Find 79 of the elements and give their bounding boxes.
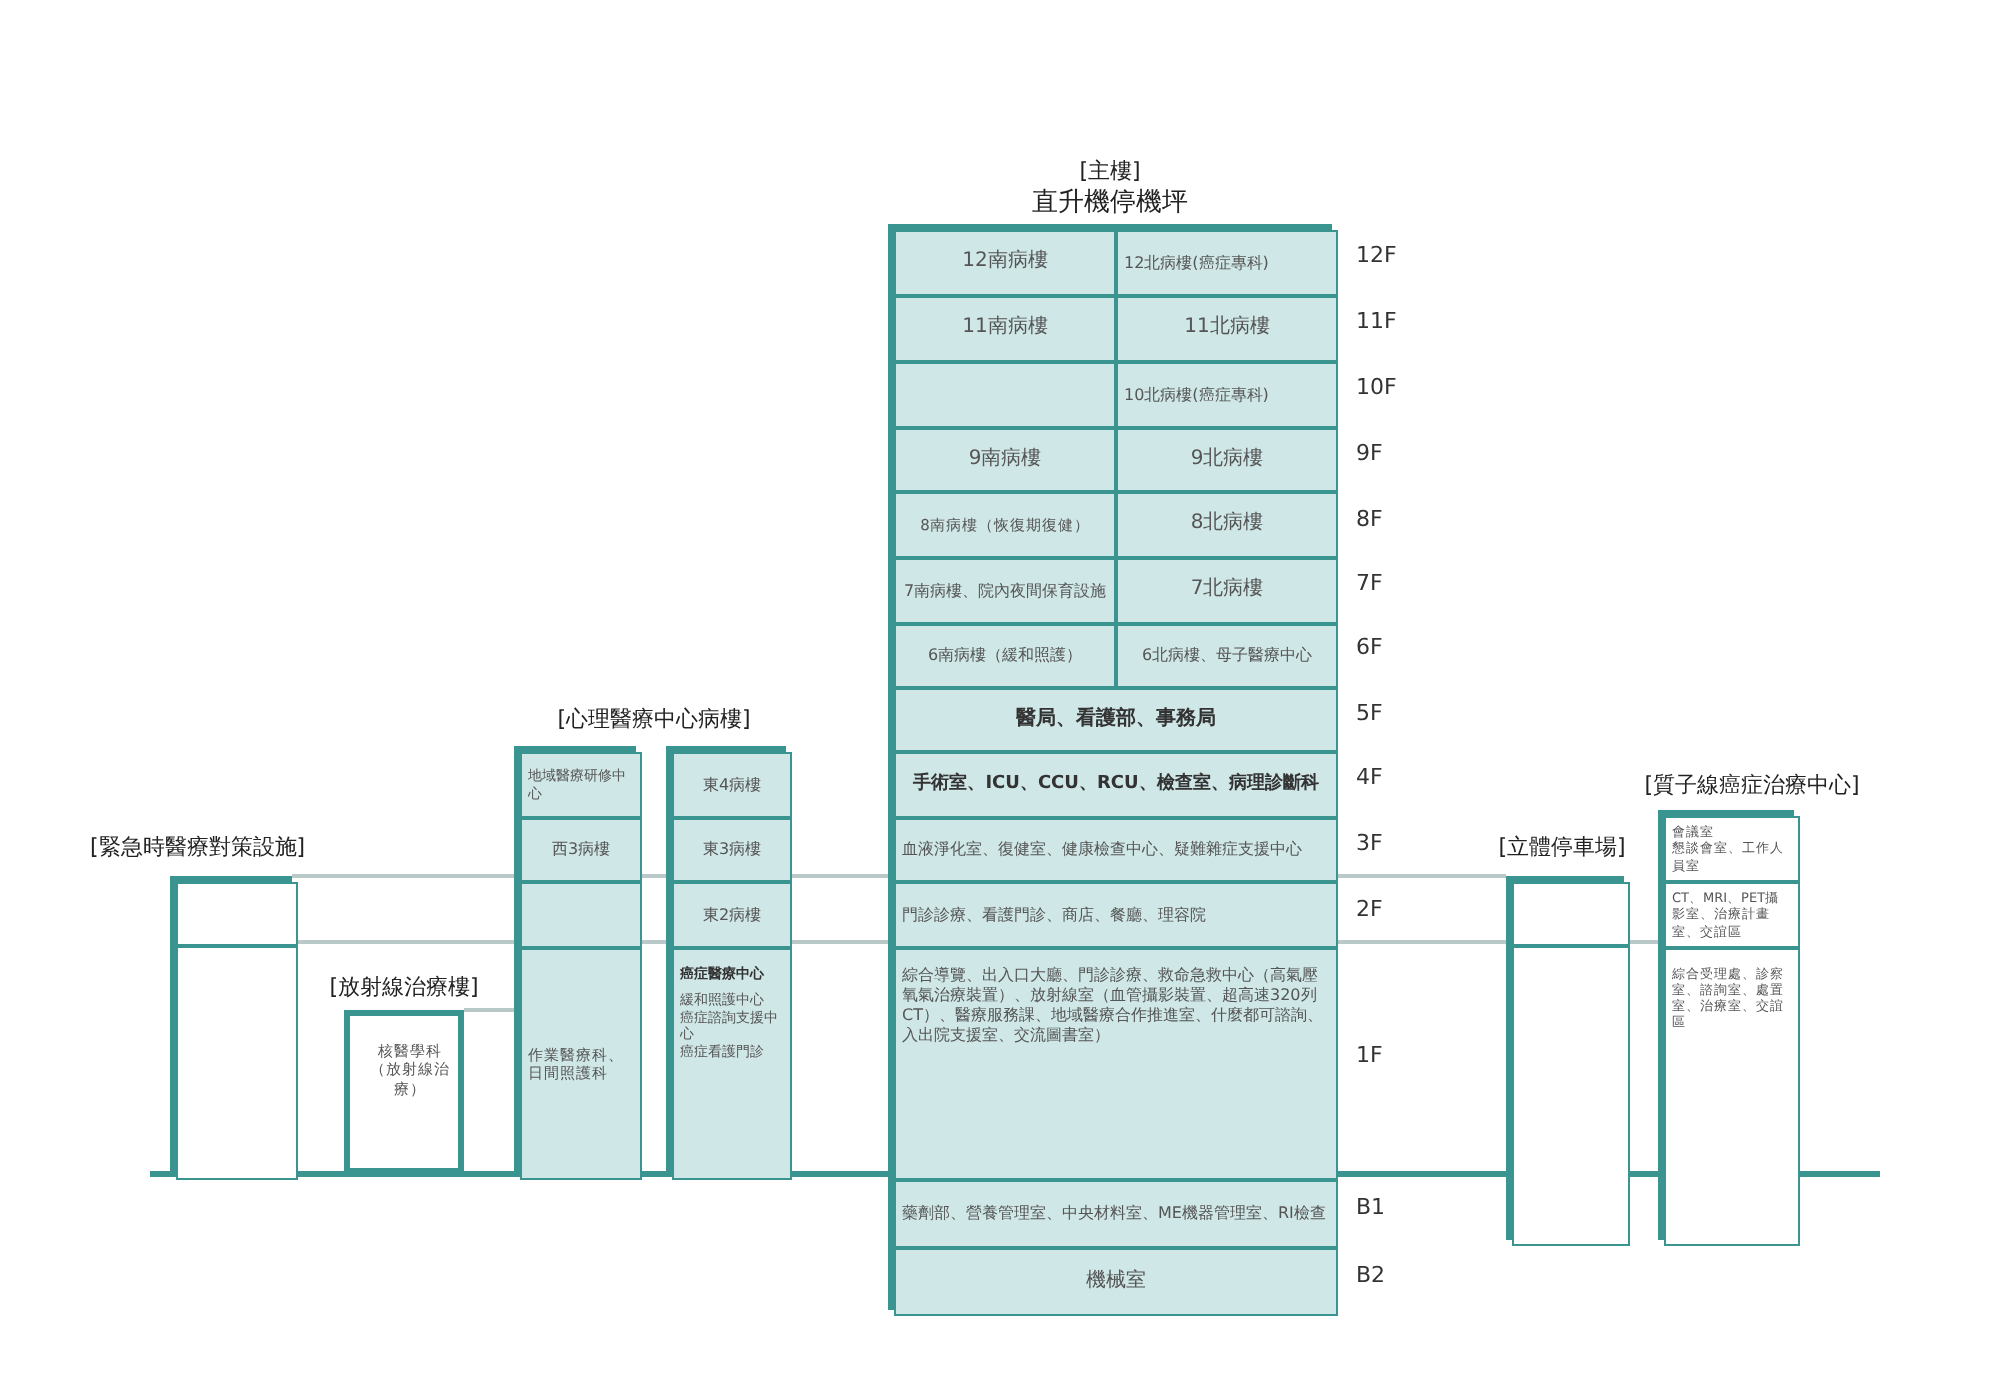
floor-cell (1116, 492, 1338, 558)
room-label: 7南病樓、院內夜間保育設施 (903, 581, 1107, 601)
floor-cell (520, 818, 642, 882)
room-label: 機械室 (1086, 1269, 1146, 1295)
room-label: 東4病樓 (702, 775, 762, 795)
floor-label: 3F (1356, 830, 1383, 856)
floor-cell (1116, 362, 1338, 428)
floor-cell (520, 752, 642, 818)
building-heading: [緊急時醫療對策設施] (90, 832, 306, 862)
floor-cell (1116, 296, 1338, 362)
floor-cell (1116, 624, 1338, 688)
room-label: 血液淨化室、復健室、健康檢查中心、疑難雜症支援中心 (902, 840, 1302, 860)
room-label: 西3病樓 (551, 840, 611, 860)
room-label: 6南病樓（緩和照護） (927, 646, 1083, 666)
floor-label: B1 (1356, 1194, 1386, 1220)
empty-cell (520, 882, 642, 948)
helipad-label: 直升機停機坪 (1032, 186, 1188, 220)
empty-cell (1512, 882, 1630, 946)
floor-cell (894, 296, 1116, 362)
floor-cell (894, 1180, 1338, 1248)
floor-cell (894, 882, 1338, 948)
room-label: 手術室、ICU、CCU、RCU、檢查室、病理診斷科 (913, 773, 1319, 797)
floor-label: 9F (1356, 440, 1383, 466)
room-label: 7北病樓 (1190, 578, 1264, 604)
room-label: 10北病樓(癌症專科) (1124, 385, 1269, 405)
floor-cell (1116, 230, 1338, 296)
floor-cell (1116, 558, 1338, 624)
room-label: 11北病樓 (1184, 316, 1270, 342)
building-heading: [質子線癌症治療中心] (1644, 770, 1860, 800)
room-label: 門診診療、看護門診、商店、餐廳、理容院 (902, 905, 1206, 925)
room-label: 東3病樓 (702, 840, 762, 860)
room-label: 12南病樓 (962, 250, 1048, 276)
floor-cell (894, 428, 1116, 492)
building-outline (514, 746, 636, 1174)
floor-cell (672, 882, 792, 948)
floor-cell (1116, 428, 1338, 492)
floor-cell (894, 558, 1116, 624)
building-heading: [心理醫療中心病樓] (557, 704, 751, 734)
building-outline (666, 746, 786, 1174)
room-label: 綜合導覽、出入口大廳、門診診療、救命急救中心（高氣壓氧氣治療裝置）、放射線室（血管攝影裝置、超高速320列CT）、醫療服務課、地域醫療合作推進室、什麼都可諮詢、入出院支援室、交流圖書室） (902, 966, 1325, 1046)
floor-cell (894, 492, 1116, 558)
room-label: 東2病樓 (702, 905, 762, 925)
floor-cell (520, 948, 642, 1180)
floor-cell (1664, 882, 1800, 948)
room-label: 6北病樓、母子醫療中心 (1141, 646, 1313, 666)
empty-cell (176, 882, 298, 946)
floor-label: 7F (1356, 570, 1383, 596)
floor-cell (894, 624, 1116, 688)
floor-cell (894, 230, 1116, 296)
floor-cell (894, 1248, 1338, 1316)
floor-label: B2 (1356, 1262, 1386, 1288)
room-label: 11南病樓 (962, 316, 1048, 342)
floor-cell (672, 818, 792, 882)
floor-cell (894, 948, 1338, 1180)
room-label: 9北病樓 (1190, 447, 1264, 473)
floor-label: 1F (1356, 1042, 1383, 1068)
building-heading: [主樓] (1079, 156, 1141, 186)
floor-cell (672, 752, 792, 818)
floor-cell (894, 818, 1338, 882)
floor-cell (672, 948, 792, 1180)
room-label: 醫局、看護部、事務局 (1016, 707, 1216, 733)
building-heading: [放射線治療樓] (329, 972, 479, 1002)
floor-label: 4F (1356, 764, 1383, 790)
floor-cell (1664, 948, 1800, 1246)
floor-label: 5F (1356, 700, 1383, 726)
floor-label: 2F (1356, 896, 1383, 922)
floor-cell (894, 688, 1338, 752)
floor-label: 12F (1356, 242, 1397, 268)
floor-label: 6F (1356, 634, 1383, 660)
floor-cell (1664, 816, 1800, 882)
building-heading: [立體停車場] (1498, 832, 1626, 862)
floor-cell (894, 752, 1338, 818)
room-label: 9南病樓 (968, 447, 1042, 473)
floor-label: 10F (1356, 374, 1397, 400)
room-label: 藥劑部、營養管理室、中央材料室、ME機器管理室、RI檢查 (902, 1204, 1326, 1224)
floor-label: 8F (1356, 506, 1383, 532)
room-label: 8北病樓 (1190, 512, 1264, 538)
floor-label: 11F (1356, 308, 1397, 334)
room-label: 12北病樓(癌症專科) (1124, 253, 1269, 273)
